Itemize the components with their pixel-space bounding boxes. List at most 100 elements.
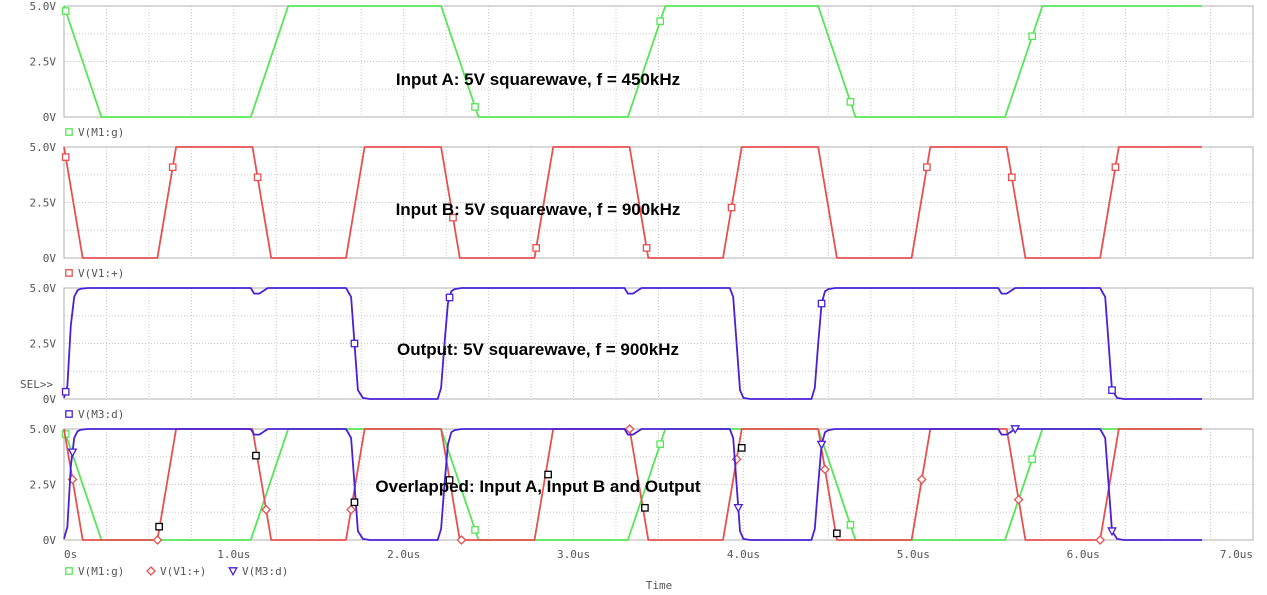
y-tick-label: 0V — [43, 252, 57, 265]
series-line-V(M1:g) — [63, 428, 1202, 541]
series-point — [456, 535, 467, 545]
x-tick-label: 5.0us — [897, 548, 930, 561]
x-tick-label: 7.0us — [1220, 548, 1253, 561]
cursor-point — [252, 451, 260, 460]
panel-4: 5.0V 2.5V 0V Overlapped: Input A, Input B a… — [30, 423, 1254, 578]
legend-entry: V(M3:d) — [78, 408, 124, 421]
series-point — [445, 293, 454, 302]
x-tick-label: 0s — [64, 548, 77, 561]
series-point — [1013, 494, 1024, 505]
series-point — [1010, 425, 1021, 435]
y-tick-label: 2.5V — [30, 338, 57, 351]
y-tick-label: 5.0V — [30, 423, 57, 436]
series-point — [61, 7, 70, 15]
cursor-point — [350, 498, 359, 507]
cursor-point — [833, 529, 841, 538]
x-tick-label: 6.0us — [1067, 548, 1100, 561]
legend-marker — [65, 567, 73, 575]
series-point — [817, 299, 826, 308]
legend-entry: V(M3:d) — [242, 565, 288, 578]
x-tick-label: 3.0us — [557, 548, 590, 561]
series-point — [532, 244, 541, 252]
series-point — [816, 440, 827, 450]
y-tick-label: 2.5V — [30, 479, 57, 492]
panel-3: 5.0V 2.5V 0V Output: 5V squarewave, f = 900… — [30, 282, 1254, 421]
legend-marker — [65, 410, 73, 418]
series-point — [261, 504, 272, 515]
series-line-V(M3:d) — [63, 287, 1202, 400]
series-point — [1111, 163, 1120, 172]
series-markers-V(V1:+) — [61, 153, 1120, 252]
y-tick-label: 2.5V — [30, 197, 57, 210]
series-point — [152, 535, 163, 545]
series-point — [1028, 455, 1037, 464]
cursor-point — [641, 503, 649, 512]
series-point — [1095, 535, 1106, 545]
y-tick-label: 5.0V — [30, 141, 57, 154]
series-markers-V(V1:+) — [67, 424, 1106, 545]
panel-1: 5.0V 2.5V 0V Input A: 5V squarewave, f = 45… — [30, 0, 1254, 139]
series-line-V(M1:g) — [63, 5, 1202, 118]
y-tick-label: 0V — [43, 111, 57, 124]
series-point — [1108, 386, 1116, 394]
series-point — [642, 244, 651, 252]
panel-frame — [63, 5, 1254, 118]
series-point — [471, 526, 479, 534]
series-point — [1107, 527, 1117, 537]
series-point — [846, 98, 855, 106]
legend-entry: V(M1:g) — [78, 126, 124, 139]
series-point — [346, 504, 356, 515]
y-tick-label: 0V — [43, 393, 57, 406]
series-point — [1028, 32, 1037, 41]
series-point — [820, 464, 830, 475]
panel-1-grid — [63, 6, 1254, 117]
panel-annotation: Input B: 5V squarewave, f = 900kHz — [396, 200, 681, 219]
x-tick-label: 2.0us — [387, 548, 420, 561]
series-markers-V(M3:d) — [67, 425, 1117, 537]
cursor-markers — [155, 444, 841, 538]
series-point — [846, 521, 855, 529]
legend-entry: V(M1:g) — [78, 565, 124, 578]
series-point — [727, 203, 736, 212]
panel-2: 5.0V 2.5V 0V Input B: 5V squarewave, f = 90… — [30, 141, 1254, 280]
series-point — [449, 213, 457, 222]
legend-entry: V(V1:+) — [160, 565, 206, 578]
series-markers-V(M3:d) — [61, 293, 1116, 396]
y-tick-label: 0V — [43, 534, 57, 547]
series-line-V(V1:+) — [63, 146, 1202, 259]
panel-3-grid — [63, 288, 1254, 399]
cursor-point — [445, 476, 454, 484]
series-point — [61, 153, 70, 161]
x-axis: 0s 1.0us 2.0us 3.0us 4.0us 5.0us 6.0us 7.0us — [64, 548, 1253, 561]
x-tick-label: 1.0us — [217, 548, 250, 561]
series-point — [733, 503, 744, 513]
series-point — [350, 339, 359, 348]
series-point — [61, 387, 70, 396]
series-point — [656, 440, 665, 448]
panel-annotation: Overlapped: Input A, Input B and Output — [375, 477, 701, 496]
series-markers-V(M1:g) — [61, 7, 1037, 111]
series-point — [67, 448, 78, 458]
cursor-point — [155, 522, 163, 531]
x-tick-label: 4.0us — [727, 548, 760, 561]
y-tick-label: 5.0V — [30, 282, 57, 295]
legend-marker — [228, 567, 238, 577]
series-point — [471, 103, 479, 111]
y-tick-label: 5.0V — [30, 0, 57, 13]
legend-marker — [65, 269, 73, 277]
legend-entry: V(V1:+) — [78, 267, 124, 280]
series-point — [253, 173, 262, 182]
legend-marker — [146, 566, 156, 576]
x-axis-label: Time — [646, 579, 673, 592]
cursor-point — [544, 470, 552, 479]
series-point — [624, 424, 635, 434]
series-point — [1007, 173, 1016, 182]
y-tick-label: 2.5V — [30, 56, 57, 69]
panel-annotation: Output: 5V squarewave, f = 900kHz — [397, 340, 679, 359]
sel-marker: SEL>> — [20, 378, 53, 391]
legend-marker — [65, 128, 73, 136]
panel-annotation: Input A: 5V squarewave, f = 450kHz — [396, 70, 680, 89]
series-point — [916, 474, 927, 485]
series-point — [168, 163, 177, 172]
